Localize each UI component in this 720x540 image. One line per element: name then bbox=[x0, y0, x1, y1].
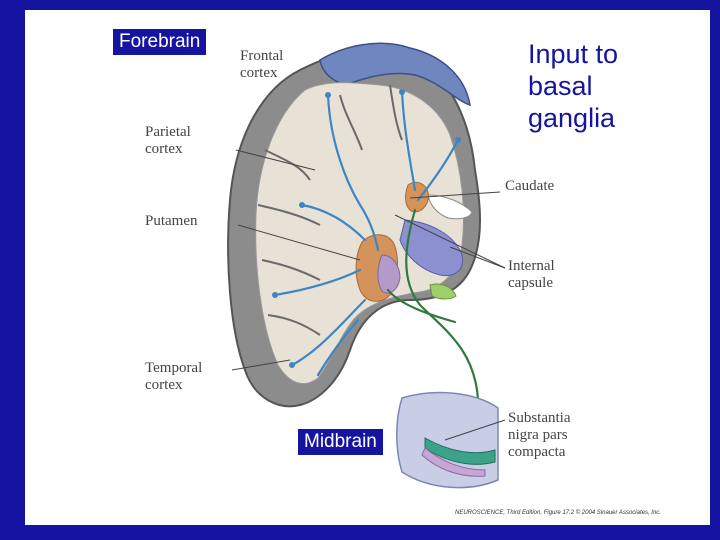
pathway-terminals bbox=[272, 89, 461, 368]
substantia-nigra-region bbox=[424, 437, 496, 465]
cortical-input-pathways bbox=[273, 90, 460, 377]
sulci bbox=[257, 84, 403, 336]
slide-title: Input to basal ganglia bbox=[528, 38, 688, 134]
white-matter bbox=[255, 82, 464, 385]
internal-capsule-shape bbox=[399, 219, 464, 277]
putamen-label: Putamen bbox=[145, 213, 198, 229]
frontal-cortex-label: Frontal cortex bbox=[240, 48, 284, 81]
globus-pallidus bbox=[377, 254, 401, 294]
figure-credit: NEUROSCIENCE, Third Edition, Figure 17.2… bbox=[455, 510, 661, 516]
parietal-cortex-label: Parietal cortex bbox=[145, 124, 191, 157]
forebrain-label: Forebrain bbox=[113, 29, 207, 55]
nigra-adjacent bbox=[421, 447, 486, 477]
leader-lines bbox=[231, 149, 506, 441]
title-line-2: basal bbox=[528, 71, 593, 101]
caudate-label: Caudate bbox=[505, 178, 555, 194]
substantia-nigra-label: Substantia nigra pars compacta bbox=[508, 410, 571, 460]
green-accent bbox=[429, 283, 457, 300]
midbrain-label: Midbrain bbox=[298, 429, 383, 455]
title-line-3: ganglia bbox=[528, 103, 616, 133]
temporal-cortex-label: Temporal cortex bbox=[145, 360, 203, 393]
internal-capsule-label: Internal capsule bbox=[508, 258, 555, 291]
ventricle-shape bbox=[427, 194, 473, 220]
title-line-1: Input to bbox=[528, 39, 619, 69]
